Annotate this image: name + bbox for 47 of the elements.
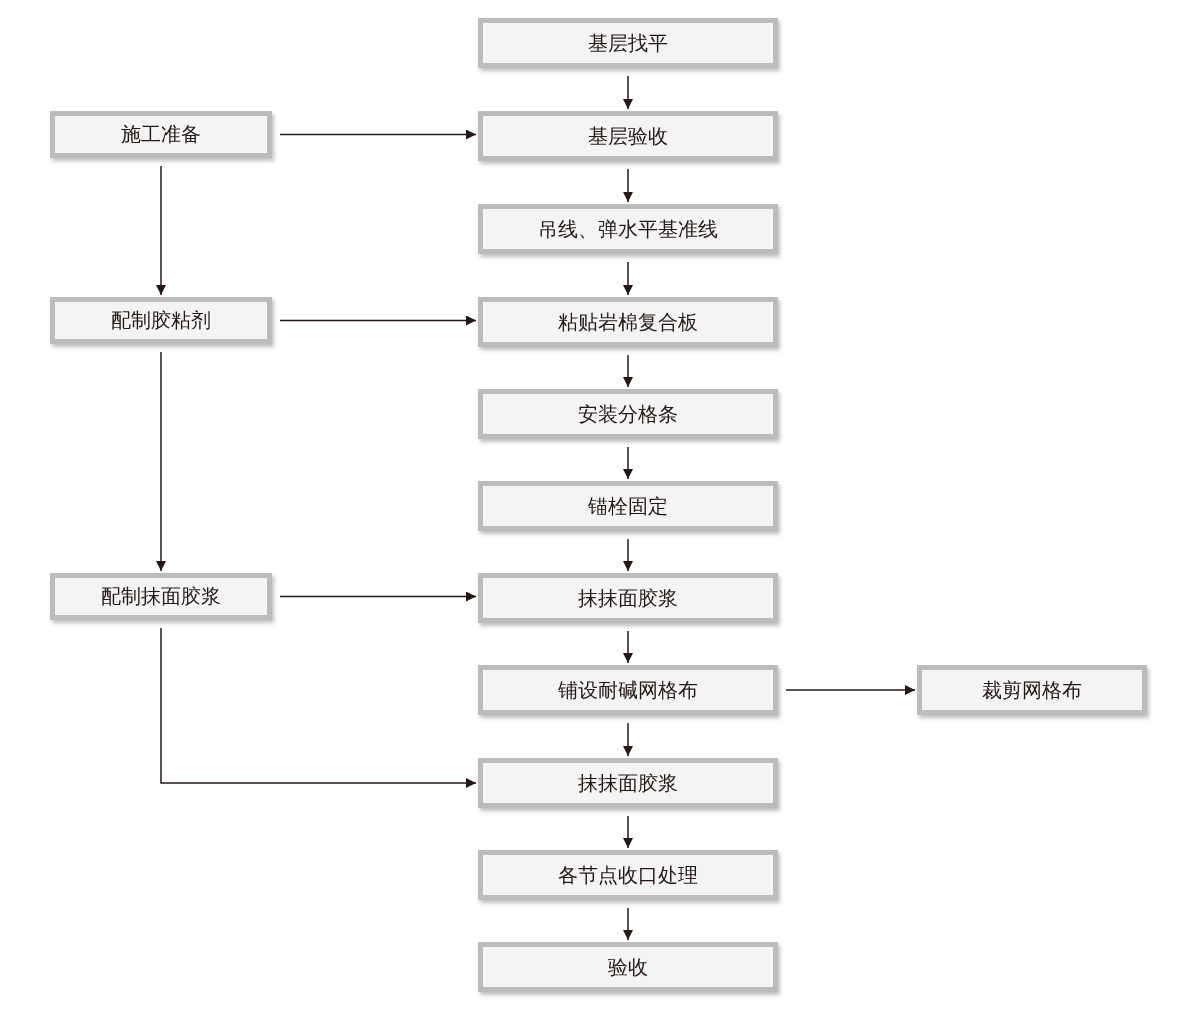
process-box (478, 850, 778, 900)
arrow (623, 907, 633, 941)
arrow (623, 630, 633, 664)
process-box (478, 573, 778, 623)
arrow (160, 627, 477, 788)
box-label: 安装分格条 (578, 400, 678, 428)
arrow (279, 315, 477, 326)
box-label: 基层找平 (588, 29, 668, 57)
process-box (478, 111, 778, 161)
process-box (478, 297, 778, 347)
box-label: 配制抹面胶浆 (101, 583, 221, 610)
process-box (478, 18, 778, 68)
process-box (478, 389, 778, 439)
arrow (279, 129, 477, 140)
process-box (478, 758, 778, 808)
arrow (623, 446, 633, 480)
arrow (156, 351, 166, 572)
process-box (50, 297, 272, 344)
process-box (50, 111, 272, 158)
arrow (623, 722, 633, 757)
box-label: 基层验收 (588, 122, 668, 150)
process-box (478, 665, 778, 715)
arrow (623, 168, 633, 203)
arrow (785, 685, 916, 695)
arrow (623, 75, 633, 110)
process-box (478, 942, 778, 992)
box-label: 验收 (608, 953, 648, 981)
process-box (478, 204, 778, 254)
box-label: 锚栓固定 (588, 492, 668, 520)
box-label: 铺设耐碱网格布 (558, 676, 698, 704)
box-label: 粘贴岩棉复合板 (558, 308, 698, 336)
box-label: 施工准备 (121, 121, 201, 148)
box-label: 抹抹面胶浆 (578, 584, 678, 612)
arrow (623, 354, 633, 388)
process-box (50, 573, 272, 620)
arrow (623, 538, 633, 572)
arrow (623, 815, 633, 849)
arrow (623, 261, 633, 296)
arrow (279, 591, 477, 602)
box-label: 配制胶粘剂 (111, 307, 211, 334)
box-label: 吊线、弹水平基准线 (538, 215, 718, 243)
arrow (156, 165, 166, 296)
box-label: 各节点收口处理 (558, 861, 698, 889)
process-box (478, 481, 778, 531)
box-label: 裁剪网格布 (982, 676, 1082, 704)
process-box (917, 665, 1147, 715)
box-label: 抹抹面胶浆 (578, 769, 678, 797)
